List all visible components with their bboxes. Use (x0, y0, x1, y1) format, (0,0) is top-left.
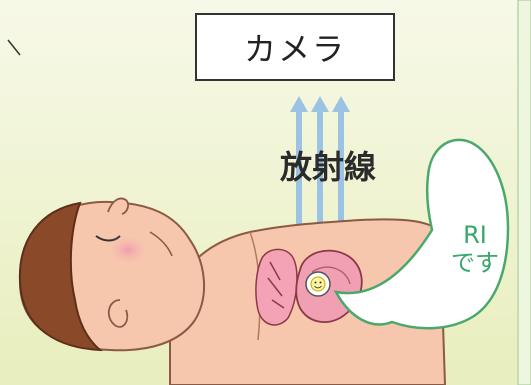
camera-label: カメラ (196, 14, 394, 80)
ri-bubble-line1: RI (440, 222, 510, 250)
right-panel-edge (518, 0, 531, 385)
radiation-label: 放射線 (268, 142, 388, 188)
smiley-face-icon (306, 272, 330, 296)
cheek-blush (106, 234, 150, 266)
ri-bubble-line2: です (440, 250, 510, 278)
lungs (256, 249, 297, 325)
ri-bubble-text: RI です (440, 222, 510, 277)
